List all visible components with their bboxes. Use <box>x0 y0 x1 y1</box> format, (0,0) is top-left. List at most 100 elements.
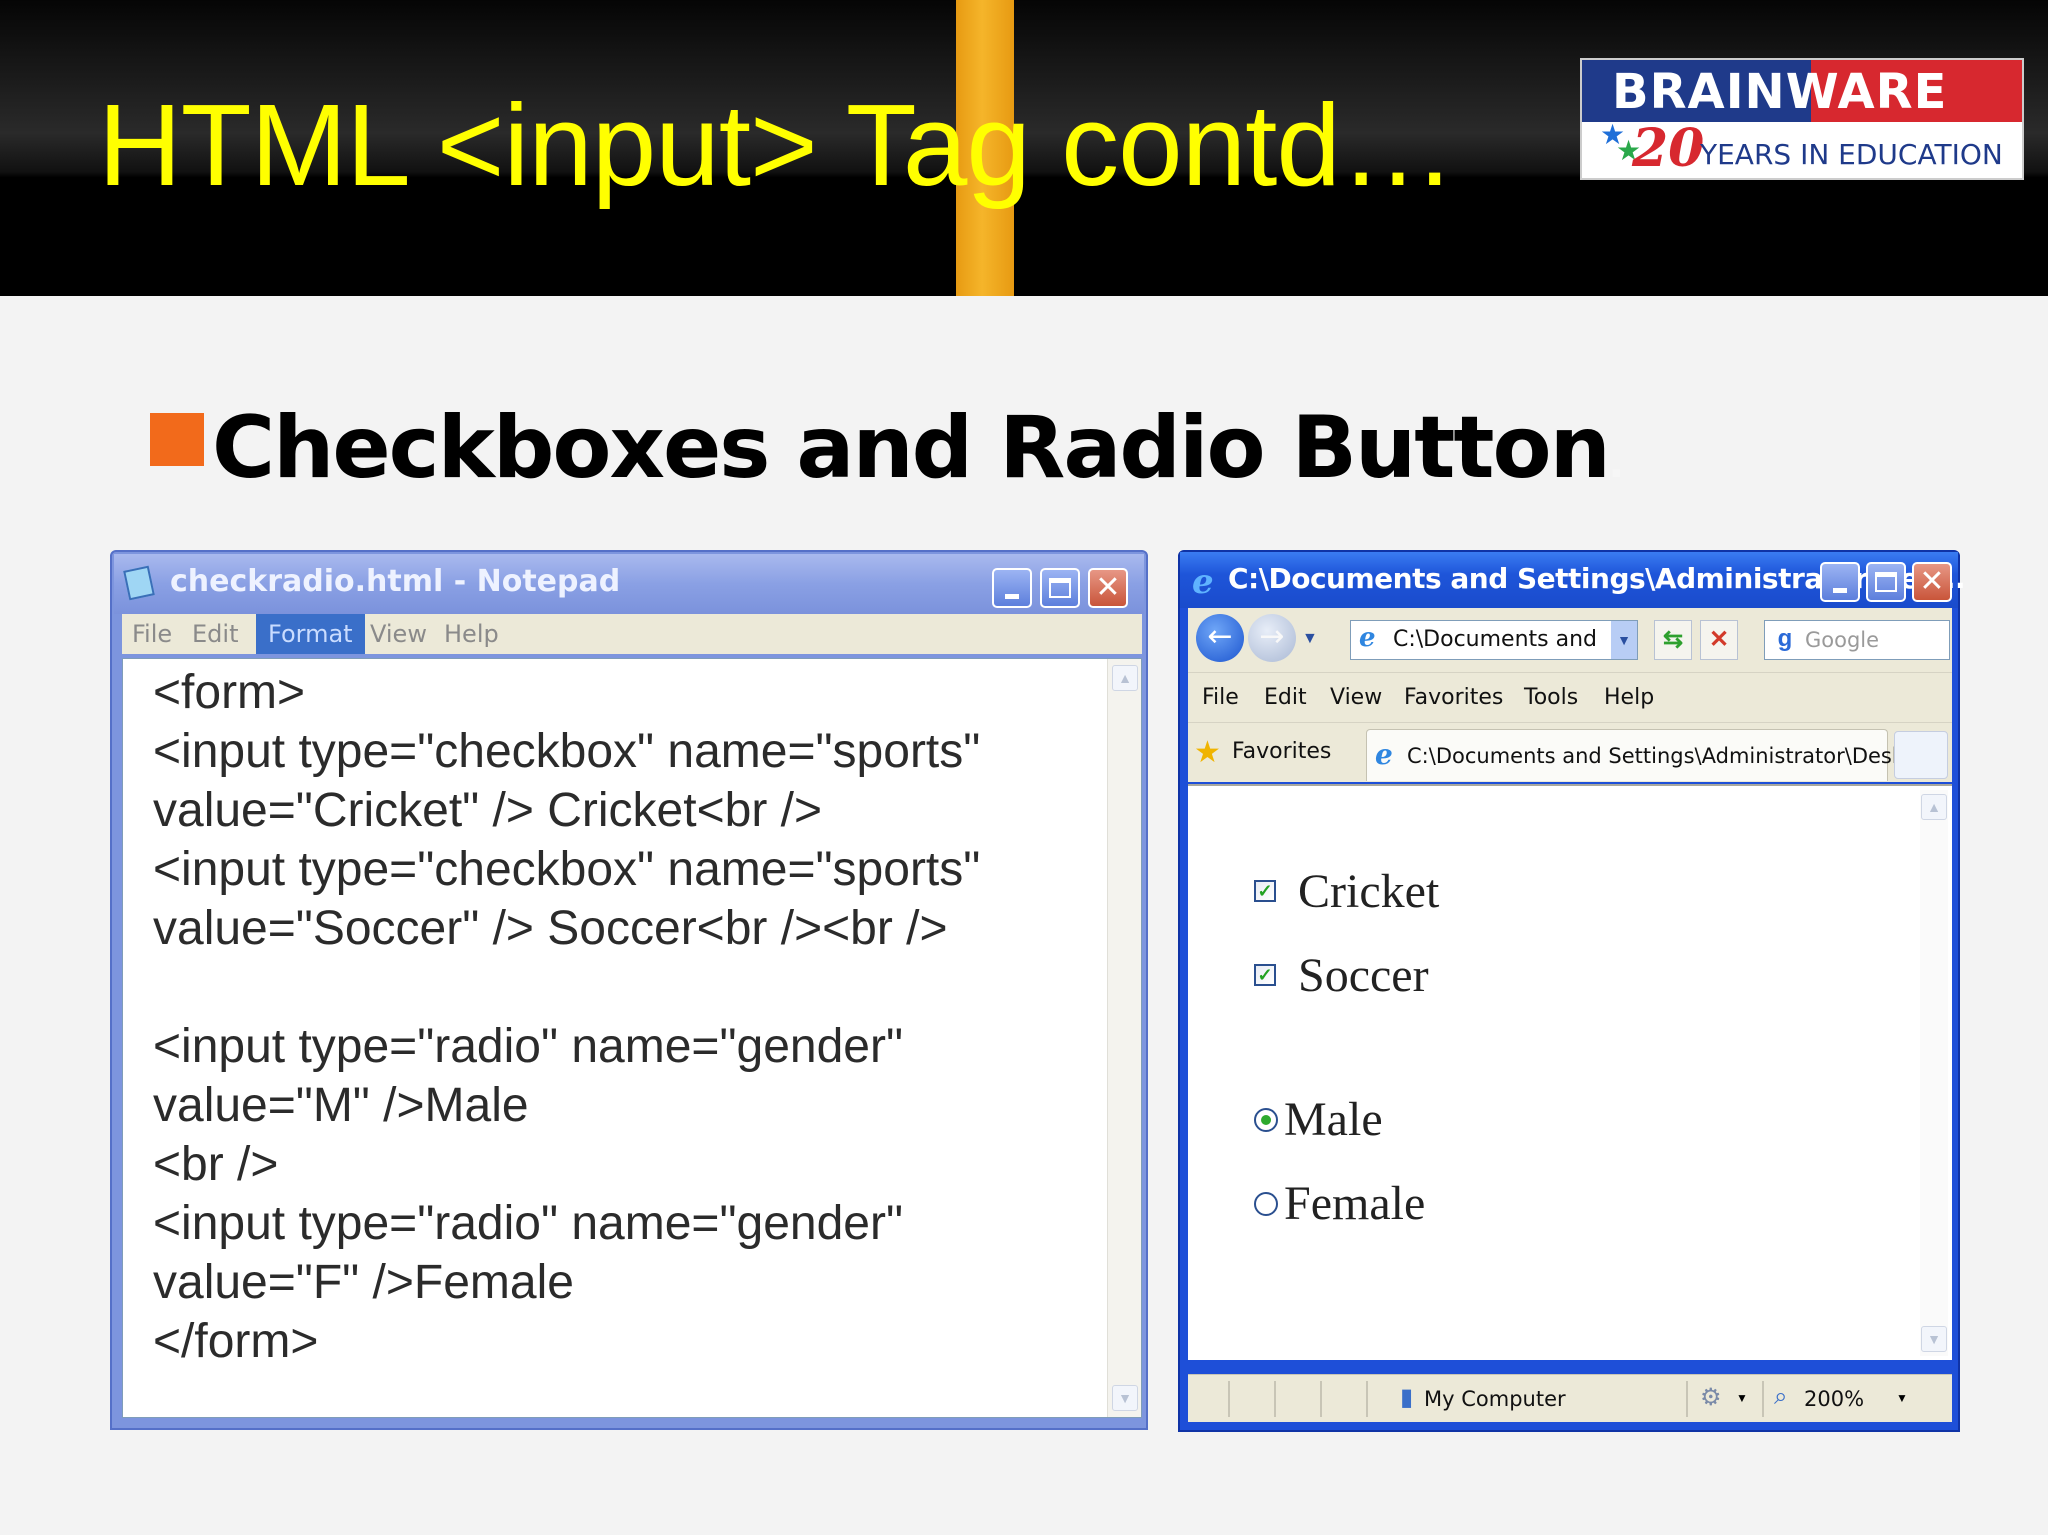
address-bar[interactable]: e C:\Documents and Set ▼ <box>1350 620 1638 660</box>
menu-edit[interactable]: Edit <box>1264 685 1307 710</box>
back-arrow-icon[interactable]: ← <box>1196 614 1244 662</box>
status-divider <box>1762 1381 1764 1417</box>
code-line: <input type="checkbox" name="sports" <box>153 725 981 778</box>
dropdown-icon[interactable]: ▼ <box>1736 1391 1748 1405</box>
computer-icon: ▮ <box>1400 1384 1414 1411</box>
logo-number: 20 <box>1632 118 1705 179</box>
status-divider <box>1274 1381 1276 1417</box>
minimize-button[interactable] <box>1820 562 1860 602</box>
stop-icon[interactable]: ✕ <box>1700 620 1738 660</box>
search-input[interactable]: Google <box>1805 628 1880 652</box>
address-input[interactable]: C:\Documents and Set <box>1393 627 1605 652</box>
code-line: <form> <box>153 666 306 719</box>
notepad-title: checkradio.html - Notepad <box>170 564 621 599</box>
new-tab-button[interactable] <box>1894 731 1948 779</box>
code-line: value="F" />Female <box>153 1256 574 1309</box>
menu-file[interactable]: File <box>1202 685 1239 710</box>
menu-format[interactable]: Format <box>256 614 365 654</box>
accent-bar <box>956 0 1014 296</box>
radio-label: Male <box>1284 1093 1383 1146</box>
star-icon: ★ <box>1600 119 1626 150</box>
minimize-button[interactable] <box>992 568 1032 608</box>
menu-favorites[interactable]: Favorites <box>1404 685 1504 710</box>
menu-tools[interactable]: Tools <box>1524 685 1579 710</box>
browser-tab[interactable]: e C:\Documents and Settings\Administrato… <box>1366 729 1924 781</box>
code-line: <br /> <box>153 1138 279 1191</box>
favorites-star-icon[interactable]: ★ <box>1194 736 1221 769</box>
scroll-up-icon[interactable]: ▲ <box>1921 794 1947 820</box>
zoom-icon: ⌕ <box>1774 1383 1788 1410</box>
google-icon: g <box>1777 625 1793 652</box>
code-line: <input type="radio" name="gender" <box>153 1020 903 1073</box>
logo-tagline: YEARS IN EDUCATION <box>1700 138 2003 171</box>
logo-banner <box>1582 60 2022 122</box>
zoom-level[interactable]: 200% <box>1804 1387 1865 1411</box>
status-divider <box>1320 1381 1322 1417</box>
checkbox-cricket[interactable]: ✓ <box>1254 880 1276 902</box>
refresh-icon[interactable]: ⇆ <box>1654 620 1692 660</box>
close-icon[interactable]: ✕ <box>1088 568 1128 608</box>
bullet-heading-period: . <box>1608 441 1624 487</box>
scroll-up-icon[interactable]: ▲ <box>1112 665 1138 691</box>
code-line: <input type="checkbox" name="sports" <box>153 843 981 896</box>
close-icon[interactable]: ✕ <box>1912 562 1952 602</box>
ie-tab-icon: e <box>1375 738 1393 771</box>
zoom-dropdown-icon[interactable]: ▼ <box>1896 1391 1908 1405</box>
slide-title: HTML <input> Tag contd… <box>98 80 1456 210</box>
logo-brand-text: BRAINWARE <box>1612 64 1948 120</box>
page-icon: e <box>1359 623 1376 653</box>
bullet-heading: Checkboxes and Radio Button. <box>212 398 1624 498</box>
radio-female[interactable] <box>1254 1192 1278 1216</box>
notepad-icon <box>123 565 155 601</box>
bullet-heading-text: Checkboxes and Radio Button <box>212 398 1611 498</box>
browser-content: ✓ Cricket ✓ Soccer Male Female ▲ ▼ <box>1188 784 1952 1360</box>
browser-window: e C:\Documents and Settings\Administrato… <box>1178 550 1966 1432</box>
menu-file[interactable]: File <box>132 620 173 648</box>
scroll-down-icon[interactable]: ▼ <box>1921 1326 1947 1352</box>
ie-logo-icon: e <box>1192 562 1214 602</box>
vertical-scrollbar[interactable]: ▲ ▼ <box>1107 659 1141 1417</box>
radio-label: Female <box>1284 1177 1426 1230</box>
browser-menubar: File Edit View Favorites Tools Help <box>1188 672 1952 722</box>
code-line: value="Soccer" /> Soccer<br /><br /> <box>153 902 948 955</box>
favorites-bar: ★ Favorites e C:\Documents and Settings\… <box>1188 722 1952 782</box>
browser-toolbar: ← → ▼ e C:\Documents and Set ▼ ⇆ ✕ g Goo… <box>1188 608 1952 672</box>
vertical-scrollbar[interactable]: ▲ ▼ <box>1920 790 1948 1356</box>
tab-title: C:\Documents and Settings\Administrator\… <box>1407 744 1925 768</box>
notepad-menubar: File Edit Format View Help <box>122 614 1142 654</box>
protected-mode-icon[interactable]: ⚙ <box>1700 1384 1722 1411</box>
code-line: value="M" />Male <box>153 1079 529 1132</box>
notepad-window: checkradio.html - Notepad ✕ File Edit Fo… <box>110 550 1148 1430</box>
notepad-editor[interactable]: <form> <input type="checkbox" name="spor… <box>122 658 1142 1418</box>
radio-male[interactable] <box>1254 1108 1278 1132</box>
status-divider <box>1686 1381 1688 1417</box>
brainware-logo: BRAINWARE ★ ★ 20 YEARS IN EDUCATION <box>1580 58 2024 180</box>
star-icon: ★ <box>1616 135 1642 166</box>
notepad-titlebar[interactable]: checkradio.html - Notepad ✕ <box>114 554 1144 614</box>
menu-view[interactable]: View <box>370 620 427 648</box>
status-divider <box>1228 1381 1230 1417</box>
maximize-button[interactable] <box>1866 562 1906 602</box>
scroll-down-icon[interactable]: ▼ <box>1112 1385 1138 1411</box>
checkbox-label: Soccer <box>1298 949 1429 1002</box>
menu-edit[interactable]: Edit <box>192 620 239 648</box>
checkbox-label: Cricket <box>1298 865 1440 918</box>
code-line: </form> <box>153 1315 319 1368</box>
status-divider <box>1366 1381 1368 1417</box>
checkbox-soccer[interactable]: ✓ <box>1254 964 1276 986</box>
status-bar: ▮ My Computer ⚙ ▼ ⌕ 200% ▼ <box>1188 1374 1952 1422</box>
radio-selected-dot <box>1261 1115 1271 1125</box>
menu-help[interactable]: Help <box>1604 685 1655 710</box>
code-line: value="Cricket" /> Cricket<br /> <box>153 784 822 837</box>
history-dropdown-icon[interactable]: ▼ <box>1302 630 1318 647</box>
browser-titlebar[interactable]: e C:\Documents and Settings\Administrato… <box>1180 552 1966 608</box>
address-dropdown-icon[interactable]: ▼ <box>1611 621 1637 659</box>
code-line: <input type="radio" name="gender" <box>153 1197 903 1250</box>
search-box[interactable]: g Google <box>1764 620 1950 660</box>
zone-label: My Computer <box>1424 1387 1566 1411</box>
menu-view[interactable]: View <box>1330 685 1383 710</box>
menu-help[interactable]: Help <box>444 620 499 648</box>
maximize-button[interactable] <box>1040 568 1080 608</box>
forward-arrow-icon[interactable]: → <box>1248 614 1296 662</box>
favorites-button[interactable]: Favorites <box>1232 739 1332 764</box>
